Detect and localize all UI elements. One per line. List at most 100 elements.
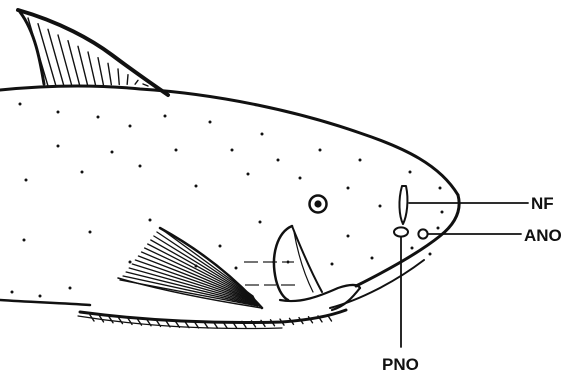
ventral-scallop [119,318,123,324]
label-nf: NF [531,194,554,213]
stipple-dot [409,171,412,174]
stipple-dot [265,261,267,263]
stipple-dot [269,261,271,263]
stipple-dot [437,227,440,230]
ventral-scallop [109,317,113,323]
stipple-dot [249,284,251,286]
stipple-dot [231,149,234,152]
stipple-dot [289,284,291,286]
leader-lines [401,203,528,347]
stipple-dot [57,111,60,114]
stipple-dot [129,261,132,264]
label-pno: PNO [382,355,419,374]
stipple-dot [429,253,432,256]
stipple-dot [69,287,72,290]
stipple-dot [219,245,222,248]
stipple-dot [285,284,287,286]
dorsal-fin-ray [88,52,96,85]
stipple-dot [441,211,444,214]
stipple-dot [89,231,92,234]
stipple-dot [39,295,42,298]
stipple-dot [319,149,322,152]
stipple-dot [347,187,350,190]
dorsal-fin-ray [48,29,64,85]
label-ano: ANO [524,226,562,245]
stipple-dot [281,284,283,286]
stipple-dot [164,115,167,118]
stipple-dot [246,261,248,263]
stipple-dot [25,179,28,182]
operculum [274,226,322,300]
stipple-dot [250,261,252,263]
stipple-dot [293,284,295,286]
stipple-dot [266,284,268,286]
stipple-dot [175,149,178,152]
lower-jaw [280,260,424,310]
stipple-dot [149,219,152,222]
stipple-dot [347,235,350,238]
stipple-dot [264,284,266,286]
stipple-dot [261,133,264,136]
stipple-dot [290,261,292,263]
posterior-nostril [394,227,408,236]
ventral-edge [78,310,346,329]
stipple-dot [284,261,286,263]
anterior-nostril [418,229,427,238]
stipple-dot [299,177,302,180]
stipple-dot [259,221,262,224]
stipple-dot [97,116,100,119]
stipple-dot [277,159,280,162]
stipple-dot [275,261,277,263]
stipple-dot [411,247,414,250]
stipple-dot [257,284,259,286]
stipple-dot [283,284,285,286]
eye [310,196,327,213]
stipple-dot [139,165,142,168]
stipple-dot [287,284,289,286]
dorsal-fin-ray [108,63,111,84]
stipple-dot [331,263,334,266]
stipple-dot [244,261,246,263]
stipple-dot [292,261,294,263]
stipple-dot [235,267,238,270]
stipple-dot [81,171,84,174]
stipple-dot [57,145,60,148]
stipple-dot [270,284,272,286]
stipple-dot [256,261,258,263]
stipple-dot [254,261,256,263]
stipple-dot [272,284,274,286]
dorsal-fin-ray [127,75,128,85]
stipple-dot [247,173,250,176]
stipple-dot [255,284,257,286]
stipple-dot [379,205,382,208]
stipple-dot [11,291,14,294]
dorsal-fin [18,10,168,95]
dorsal-fin-ray [118,69,119,85]
dorsal-fin-ray [78,46,88,85]
stipple-dot [251,284,253,286]
dorsal-fin-ray [143,84,148,86]
stipple-dot [23,239,26,242]
body-stipple [11,103,444,298]
stipple-dot [195,265,198,268]
dorsal-fin-ray [98,58,103,85]
stipple-dot [273,261,275,263]
stipple-dot [282,261,284,263]
stipple-dot [439,187,442,190]
stipple-dot [111,151,114,154]
stipple-dot [248,261,250,263]
stipple-dot [359,159,362,162]
dorsal-fin-ray [28,18,48,86]
ventral-scallop [128,318,132,324]
stipple-dot [209,121,212,124]
stipple-dot [286,261,288,263]
stipple-dot [252,261,254,263]
dorsal-fin-ray [38,24,56,86]
stipple-dot [288,261,290,263]
stipple-dot [371,257,374,260]
stipple-dot [291,284,293,286]
stipple-dot [245,284,247,286]
stipple-dot [19,103,22,106]
